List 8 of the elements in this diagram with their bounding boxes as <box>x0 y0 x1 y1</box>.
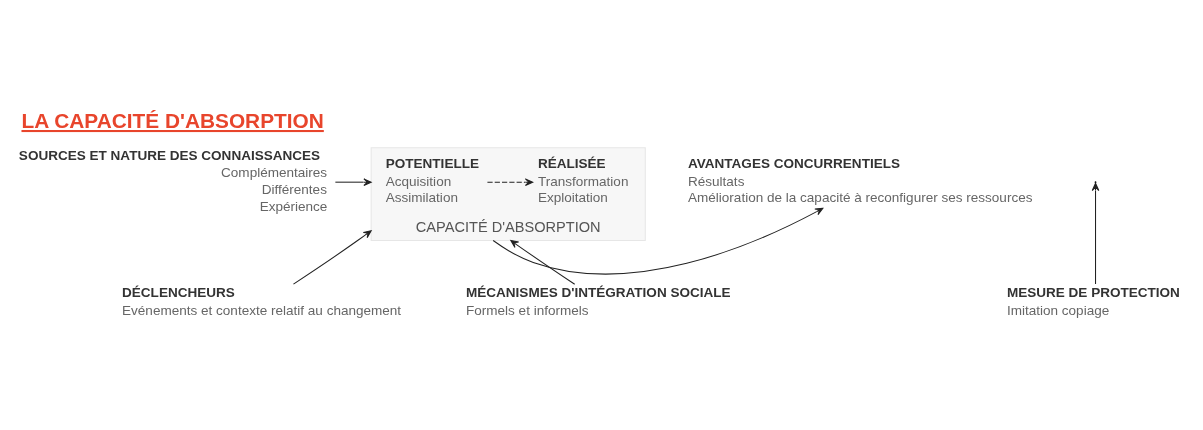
diagram-title: LA CAPACITÉ D'ABSORPTION <box>21 108 324 132</box>
node-text: MESURE DE PROTECTION Imitation copiage <box>1006 285 1180 318</box>
node-text: SOURCES ET NATURE DES CONNAISSANCES Complémentaires Différentes Expérience <box>18 147 328 214</box>
node-text: POTENTIELLE Acquisition Assimilation <box>385 155 479 206</box>
node-text: DÉCLENCHEURS Evénements et contexte relatif au changement <box>122 285 402 318</box>
node-text: AVANTAGES CONCURRENTIELS Résultats Amélioration de la capacité à reconfigurer ses ressources <box>688 155 1033 206</box>
node-text: RÉALISÉE Transformation Exploitation <box>537 155 629 206</box>
node-text: MÉCANISMES D'INTÉGRATION SOCIALE Formels et informels <box>466 285 731 318</box>
